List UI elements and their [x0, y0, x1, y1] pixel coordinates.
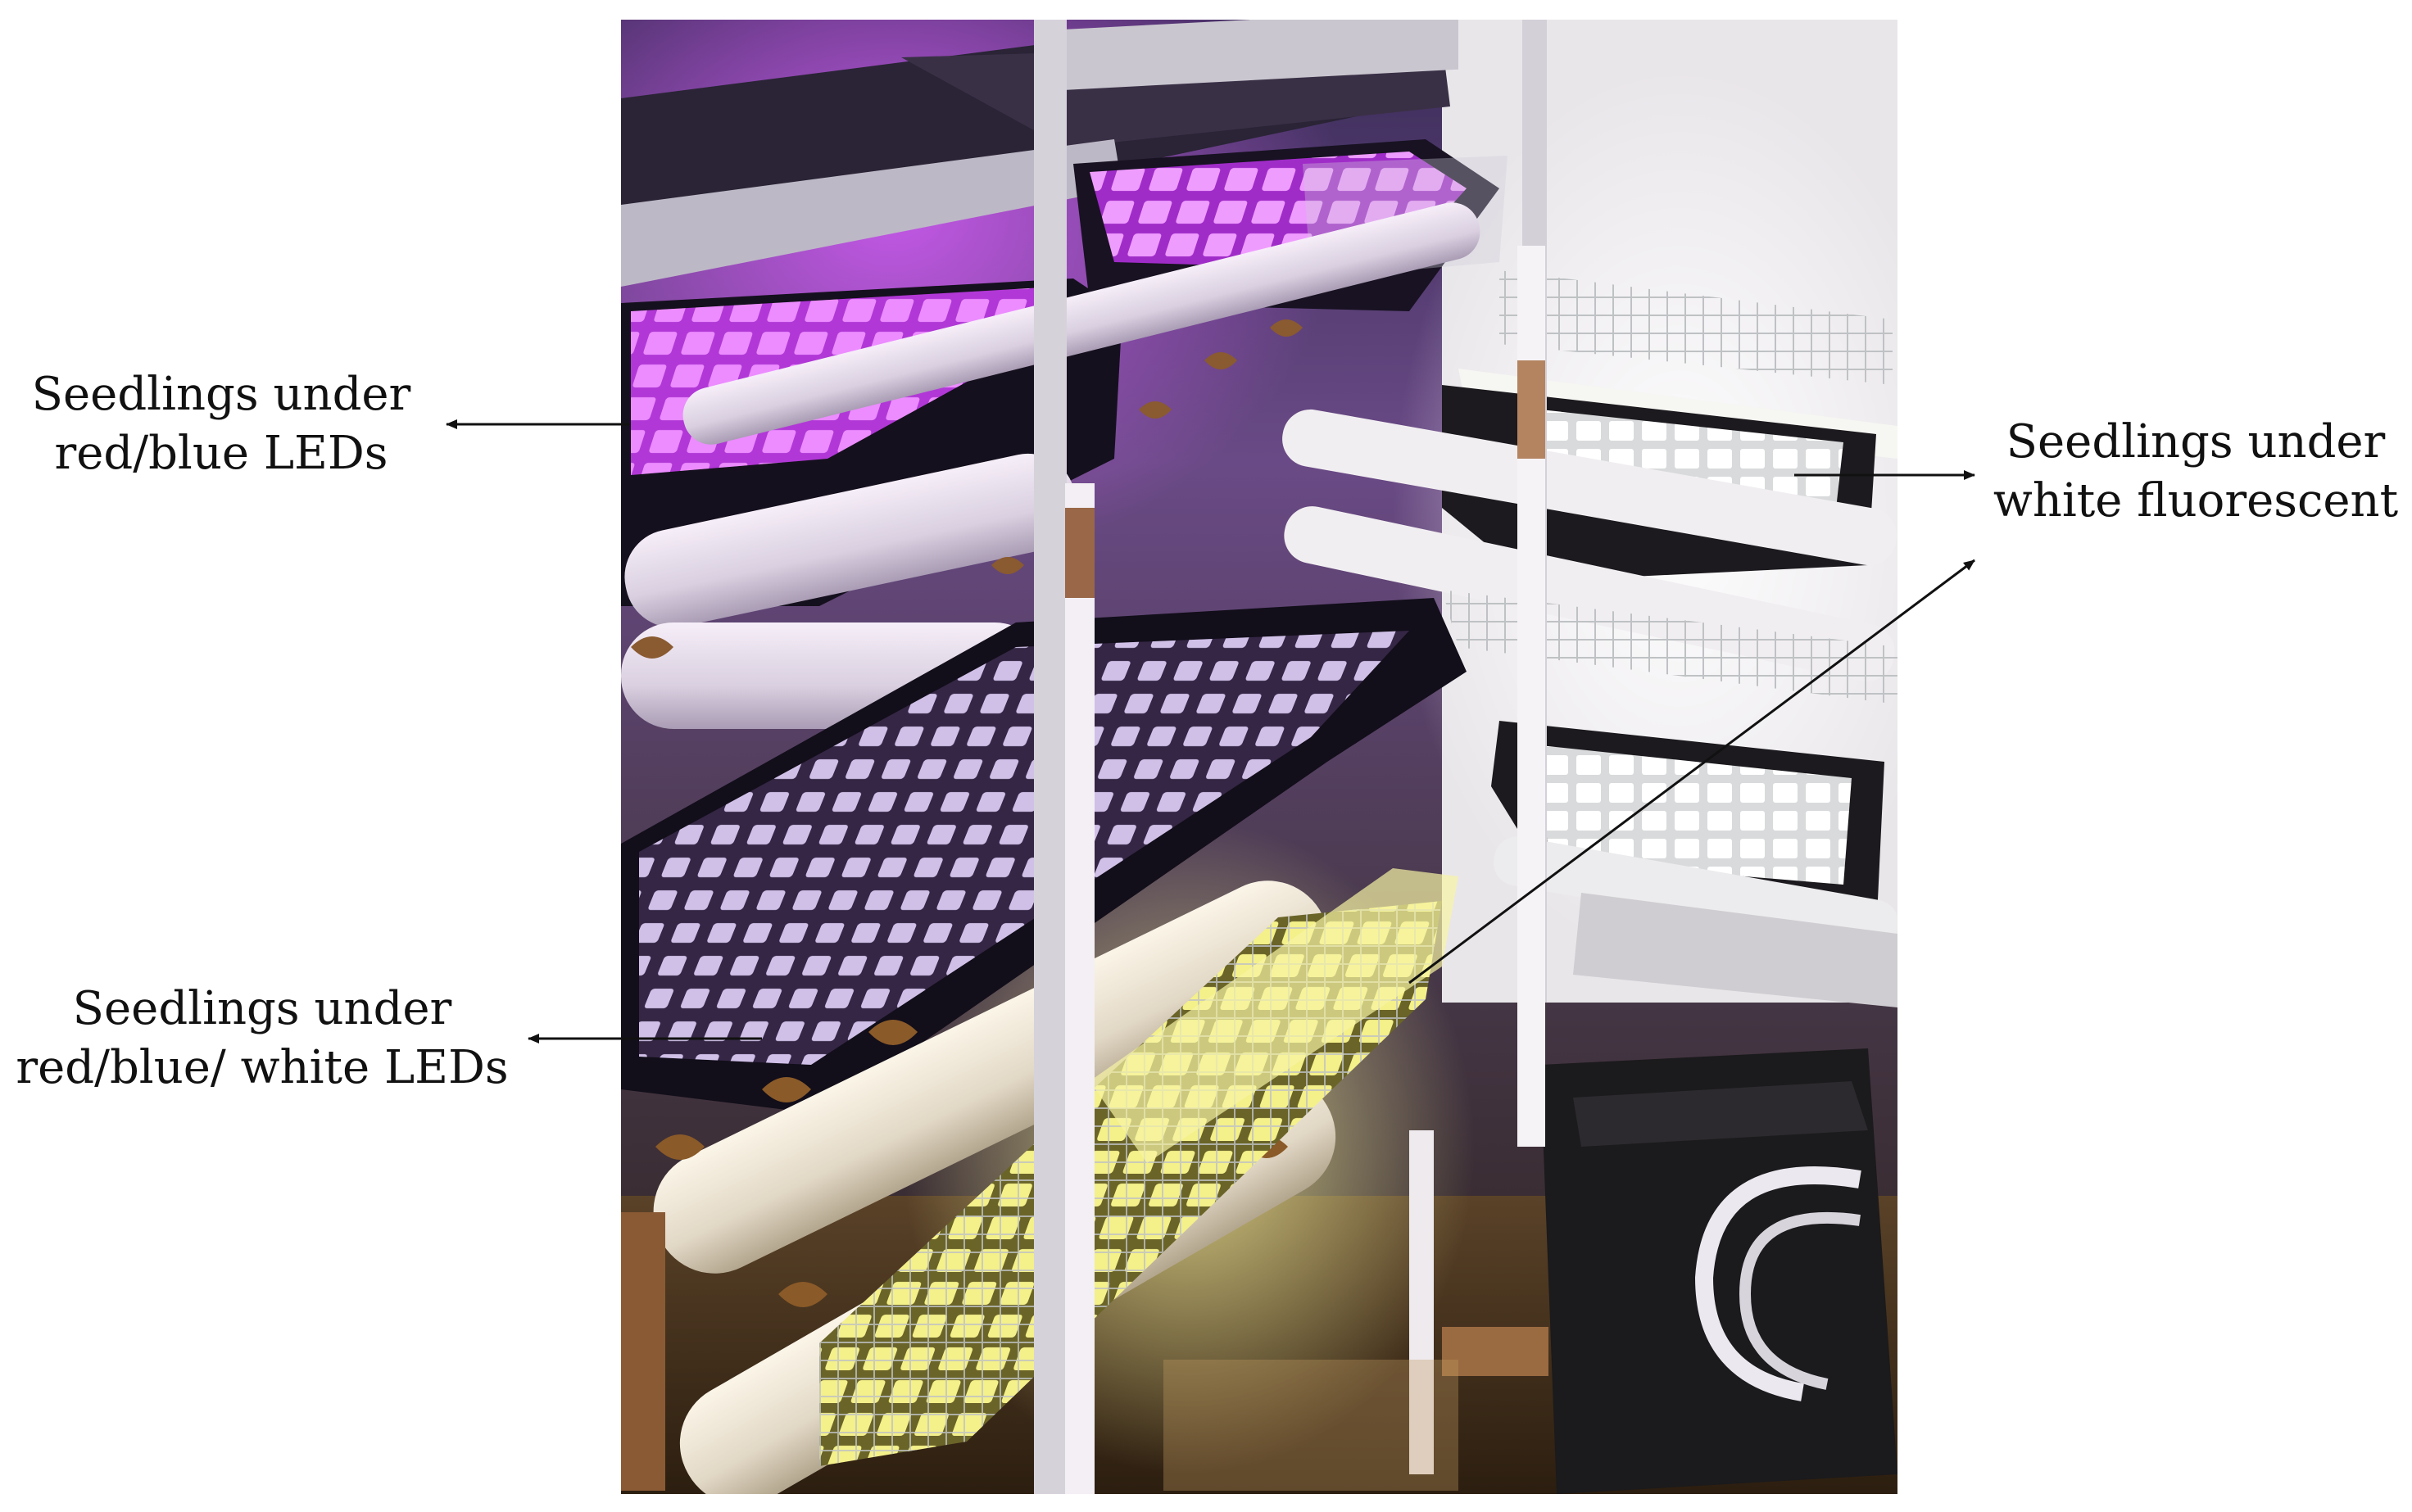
caption-white-fluorescent-line2: white fluorescent: [1993, 474, 2399, 527]
caption-red-blue-line2: red/blue LEDs: [54, 427, 388, 480]
caption-red-blue-white-line2: red/blue/ white LEDs: [16, 1041, 509, 1094]
caption-white-fluorescent: Seedlings under white fluorescent: [1983, 413, 2409, 531]
caption-red-blue-white-line1: Seedlings under: [72, 982, 452, 1035]
caption-white-fluorescent-line1: Seedlings under: [2006, 415, 2386, 469]
caption-red-blue-line1: Seedlings under: [31, 368, 411, 421]
arrow-white-fluorescent-lower: [1408, 559, 1975, 985]
caption-red-blue-white-leds: Seedlings under red/blue/ white LEDs: [0, 980, 524, 1098]
caption-red-blue-leds: Seedlings under red/blue LEDs: [16, 365, 426, 483]
